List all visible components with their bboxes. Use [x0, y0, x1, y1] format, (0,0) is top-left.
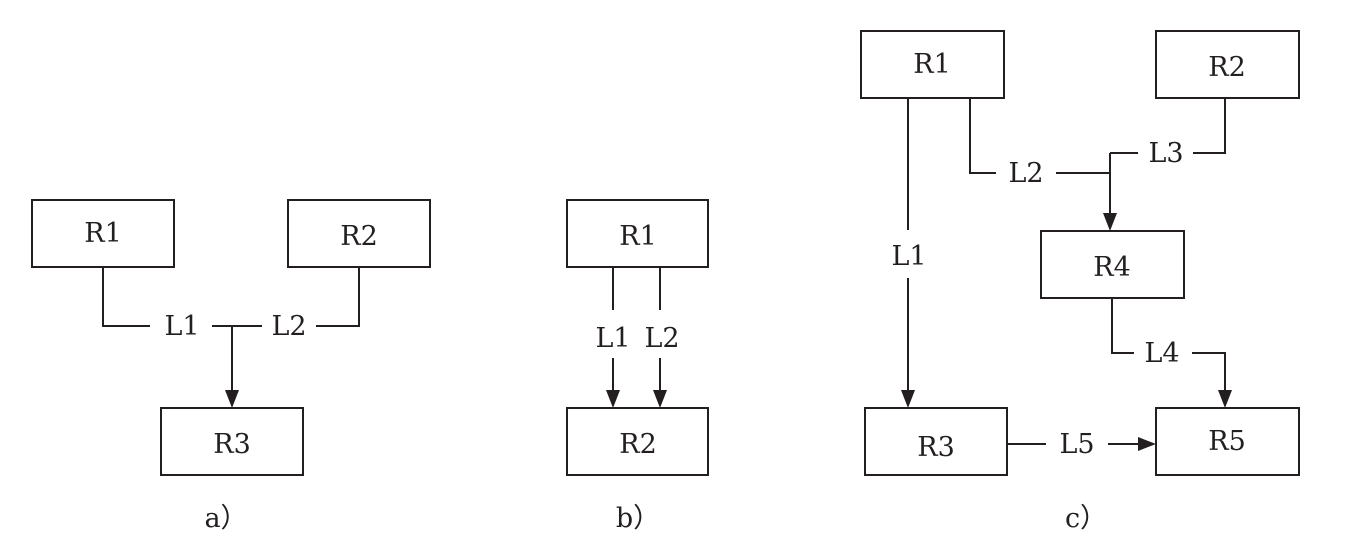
a-box-r1 [31, 199, 175, 268]
c-box-r1-label: R1 [913, 49, 951, 80]
diagram-c: R1 R2 R4 R3 R5 L1 L2 L3 L4 L5 [860, 30, 1300, 476]
c-arrowhead-l5 [1138, 437, 1156, 451]
c-box-r3 [864, 407, 1008, 476]
a-link-l2-label: L2 [271, 311, 306, 342]
a-link-l1-label: L1 [164, 311, 199, 342]
c-box-r2 [1155, 30, 1300, 99]
a-arrowhead-r3 [225, 390, 239, 408]
c-link-l1-label: L1 [891, 241, 926, 272]
c-link-l4-label: L4 [1144, 338, 1179, 369]
a-link-l1-line [102, 267, 150, 327]
b-box-r1-label: R1 [619, 221, 657, 252]
b-arrowhead-l1 [606, 390, 620, 408]
caption-c: c） [1065, 503, 1107, 534]
diagram-a: R1 R2 R3 L1 L2 [31, 199, 431, 476]
a-box-r2-label: R2 [340, 221, 378, 252]
c-box-r5 [1155, 407, 1300, 476]
c-box-r5-label: R5 [1208, 426, 1246, 457]
c-box-r4-label: R4 [1093, 252, 1131, 283]
b-box-r2-label: R2 [619, 429, 657, 460]
c-box-r4 [1040, 230, 1185, 299]
c-link-l4-tail [1192, 352, 1226, 392]
c-arrowhead-r4 [1103, 213, 1117, 231]
caption-b: b） [616, 503, 660, 534]
c-link-l3-line [1193, 98, 1226, 154]
a-box-r3-label: R3 [213, 429, 251, 460]
b-box-r1 [566, 199, 709, 268]
a-link-l2-line [316, 267, 360, 327]
c-link-l5-label: L5 [1059, 429, 1094, 460]
diagram-b: R1 R2 L1 L2 [566, 199, 709, 476]
c-link-l2-label: L2 [1008, 158, 1043, 189]
c-box-r2-label: R2 [1208, 52, 1246, 83]
c-link-l3-label: L3 [1148, 138, 1183, 169]
c-link-l2-line [969, 98, 996, 174]
a-box-r2 [287, 199, 431, 268]
b-link-l1-label: L1 [595, 323, 630, 354]
b-link-l2-label: L2 [644, 323, 679, 354]
b-box-r2 [566, 407, 709, 476]
c-box-r1 [860, 30, 1005, 99]
a-box-r1-label: R1 [84, 218, 122, 249]
c-arrowhead-l4 [1218, 390, 1232, 408]
c-box-r3-label: R3 [917, 432, 955, 463]
caption-a: a） [204, 503, 247, 534]
b-arrowhead-l2 [653, 390, 667, 408]
c-link-l4-line [1111, 298, 1134, 354]
c-arrowhead-l1 [901, 390, 915, 408]
